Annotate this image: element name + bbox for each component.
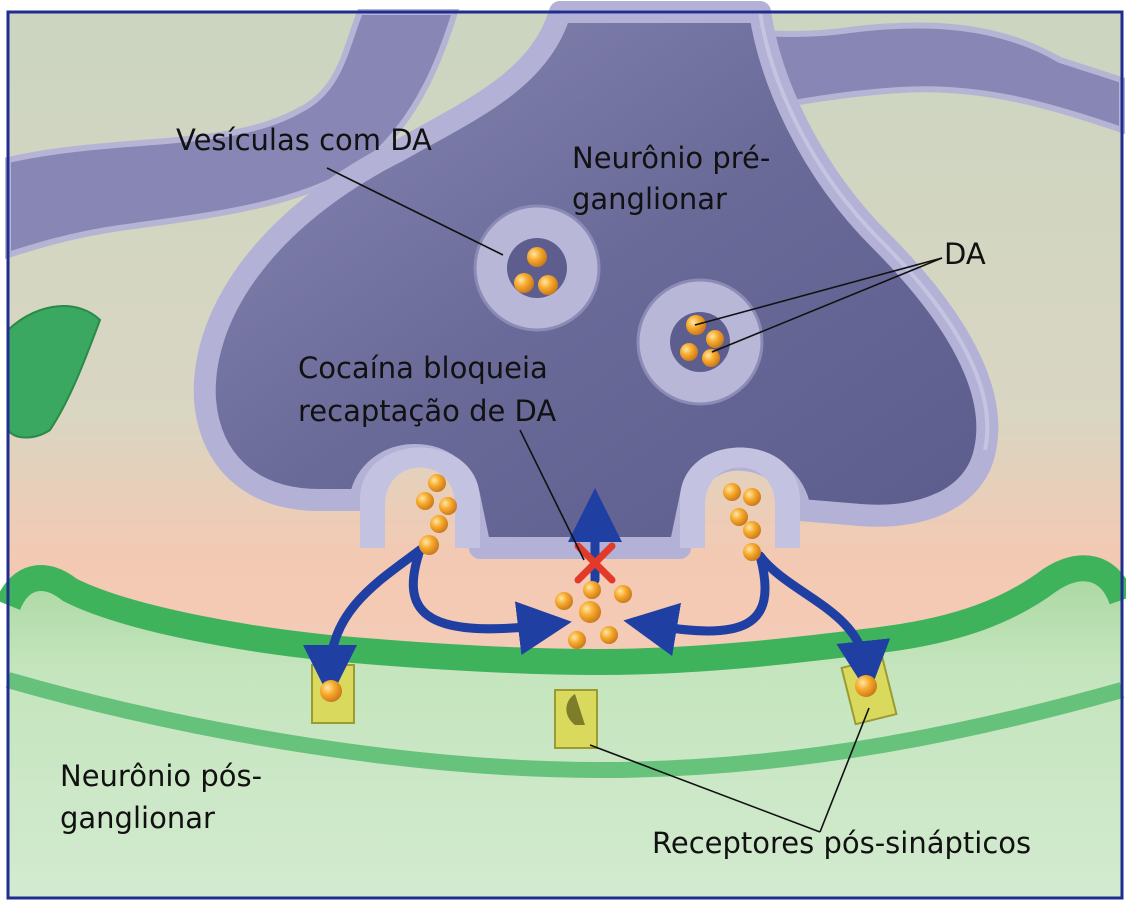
vesicle-top [475, 206, 599, 330]
label-pre-neuron-line1: Neurônio pré- [572, 140, 770, 176]
label-vesicles: Vesículas com DA [176, 122, 432, 158]
label-cocaine-line1: Cocaína bloqueia [298, 350, 548, 386]
label-cocaine-line2: recaptação de DA [298, 393, 556, 429]
vesicle-right [638, 280, 762, 404]
label-post-neuron-line1: Neurônio pós- [60, 758, 262, 794]
label-da: DA [944, 236, 986, 272]
label-pre-neuron-line2: ganglionar [572, 181, 727, 217]
label-post-neuron-line2: ganglionar [60, 800, 215, 836]
label-receptors: Receptores pós-sinápticos [652, 825, 1031, 861]
